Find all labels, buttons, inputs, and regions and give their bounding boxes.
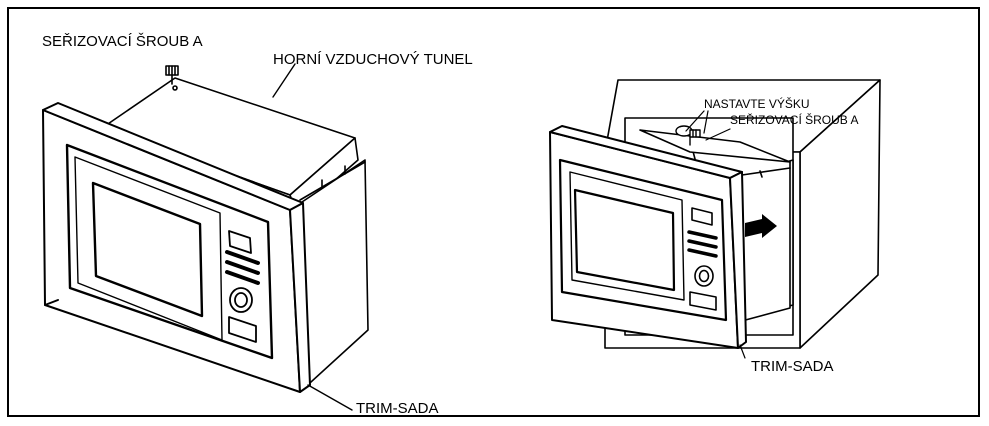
right-trim-label: TRIM-SADA (751, 358, 834, 375)
door-left (65, 143, 274, 360)
control-panel-right (687, 207, 718, 311)
leader-height-1 (685, 110, 705, 132)
door-right (558, 158, 728, 322)
leader-height-2 (703, 110, 709, 134)
leader-screw-right (705, 128, 731, 141)
leader-trim-left (307, 384, 353, 411)
adjusting-screw-a-left (165, 65, 179, 91)
right-height-label: NASTAVTE VÝŠKU (704, 97, 810, 111)
left-trim-label: TRIM-SADA (356, 400, 439, 417)
left-screw-label: SEŘIZOVACÍ ŠROUB A (42, 33, 203, 50)
control-panel-left (225, 230, 260, 343)
insert-arrow (745, 214, 777, 238)
leader-trim-right (739, 344, 746, 359)
right-screw-label: SEŘIZOVACÍ ŠROUB A (730, 113, 859, 127)
leader-tunnel (272, 63, 296, 98)
left-tunnel-label: HORNÍ VZDUCHOVÝ TUNEL (273, 51, 473, 68)
